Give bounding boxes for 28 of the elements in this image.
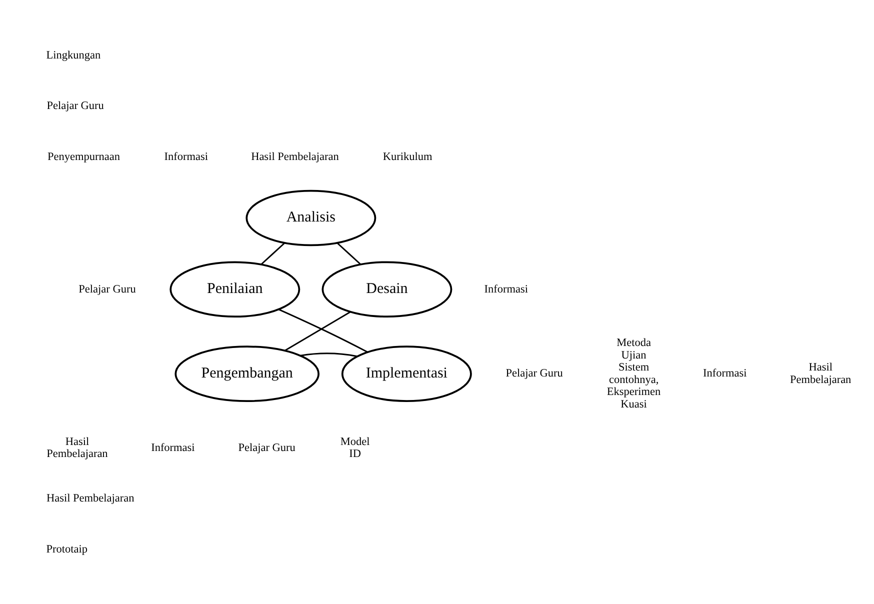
connector	[278, 308, 368, 352]
label: Hasil Pembelajaran	[46, 435, 108, 460]
connector	[300, 352, 358, 357]
node-ellipse: Desain	[322, 260, 452, 318]
label: Penyempurnaan	[48, 150, 120, 162]
label: Model ID	[340, 435, 370, 460]
label: Informasi	[484, 282, 528, 295]
label: Informasi	[151, 441, 195, 454]
label: Pelajar Guru	[506, 367, 563, 380]
node-ellipse: Implementasi	[341, 345, 472, 402]
label: Informasi	[702, 367, 747, 380]
label: Prototaip	[46, 542, 88, 555]
label: Pelajar Guru	[46, 100, 104, 112]
label: Hasil Pembelajaran	[790, 361, 852, 386]
connector	[284, 310, 351, 351]
label: Hasil Pembelajaran	[46, 492, 134, 504]
label: Pelajar Guru	[78, 282, 136, 295]
connector	[260, 242, 285, 265]
label: Hasil Pembelajaran	[251, 150, 339, 162]
label: Pelajar Guru	[238, 441, 296, 454]
label: Metoda Ujian Sistem contohnya, Eksperimen Kuasi	[606, 336, 661, 410]
label: Informasi	[164, 150, 208, 162]
connector	[337, 242, 362, 265]
label: Lingkungan	[46, 49, 101, 62]
label: Kurikulum	[382, 150, 432, 162]
node-ellipse: Pengembangan	[174, 345, 320, 402]
node-ellipse: Penilaian	[170, 260, 300, 318]
node-ellipse: Analisis	[246, 189, 376, 246]
